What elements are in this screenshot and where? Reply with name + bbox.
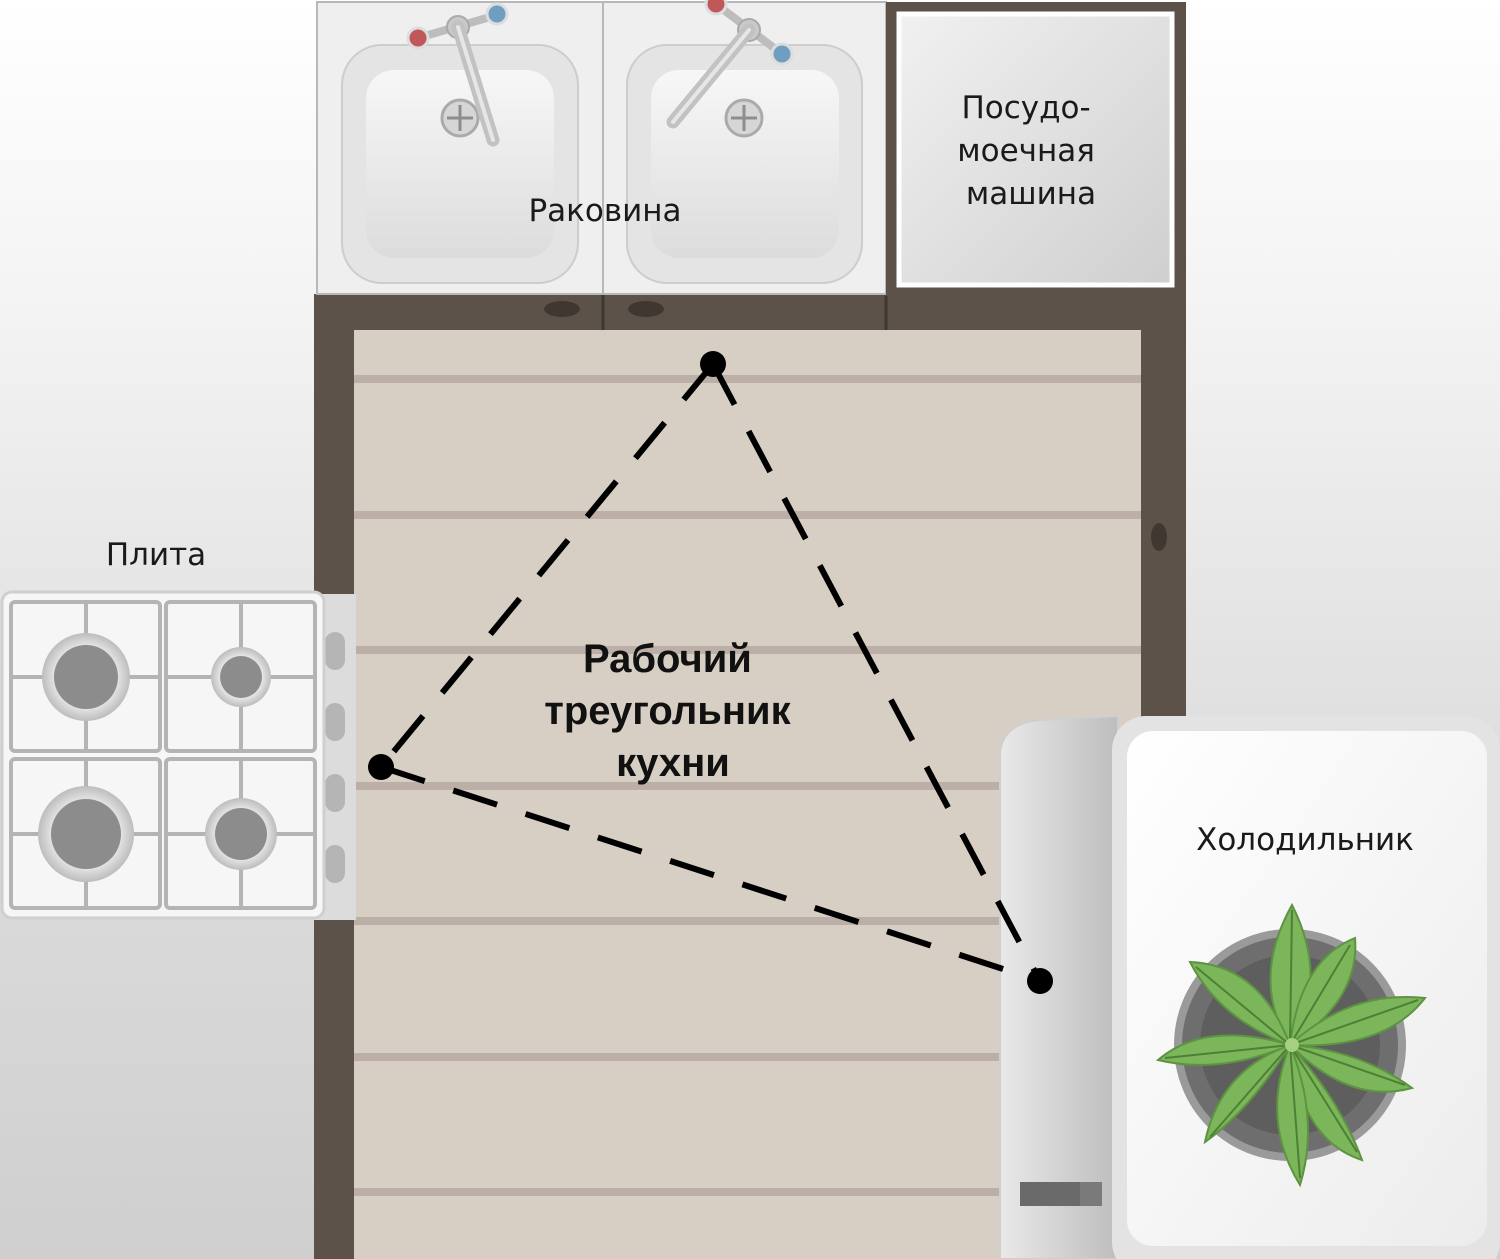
plant-icon [1155,902,1427,1188]
burner-icon [38,786,134,882]
triangle-edge-sink-stove [378,362,716,769]
knob-icon [325,632,345,670]
work-triangle: Рабочий треугольник кухни [368,351,1053,994]
sink-basin-left [341,2,579,284]
sink: Раковина [316,0,887,295]
fridge-handle-icon [1020,1182,1102,1206]
burner-icon [211,647,271,707]
cabinet-handle [628,301,664,317]
knob-icon [325,703,345,741]
dishwasher-label: Посудо- моечная машина [957,90,1105,212]
burner-icon [205,798,277,870]
stove-label: Плита [106,537,206,573]
faucet-icon [666,0,794,129]
drain-icon [440,98,480,138]
top-cabinet-strip [314,294,1186,330]
triangle-edge-sink-fridge [710,362,1043,983]
knob-icon [325,774,345,812]
triangle-label: Рабочий треугольник кухни [544,637,801,785]
triangle-edge-stove-fridge [380,764,1041,984]
stove: Плита [0,537,356,920]
sink-basin-right [626,0,863,284]
triangle-vertex-fridge [1027,968,1053,994]
cabinet-handle [544,301,580,317]
dishwasher: Посудо- моечная машина [886,2,1186,296]
cabinet-handle [1151,523,1167,551]
burner-icon [42,633,130,721]
triangle-vertex-sink [700,351,726,377]
knob-icon [325,845,345,883]
refrigerator: Холодильник [999,714,1500,1259]
drain-icon [724,98,764,138]
sink-label: Раковина [528,193,681,229]
fridge-label: Холодильник [1196,822,1414,858]
faucet-icon [406,2,509,147]
triangle-vertex-stove [368,754,394,780]
